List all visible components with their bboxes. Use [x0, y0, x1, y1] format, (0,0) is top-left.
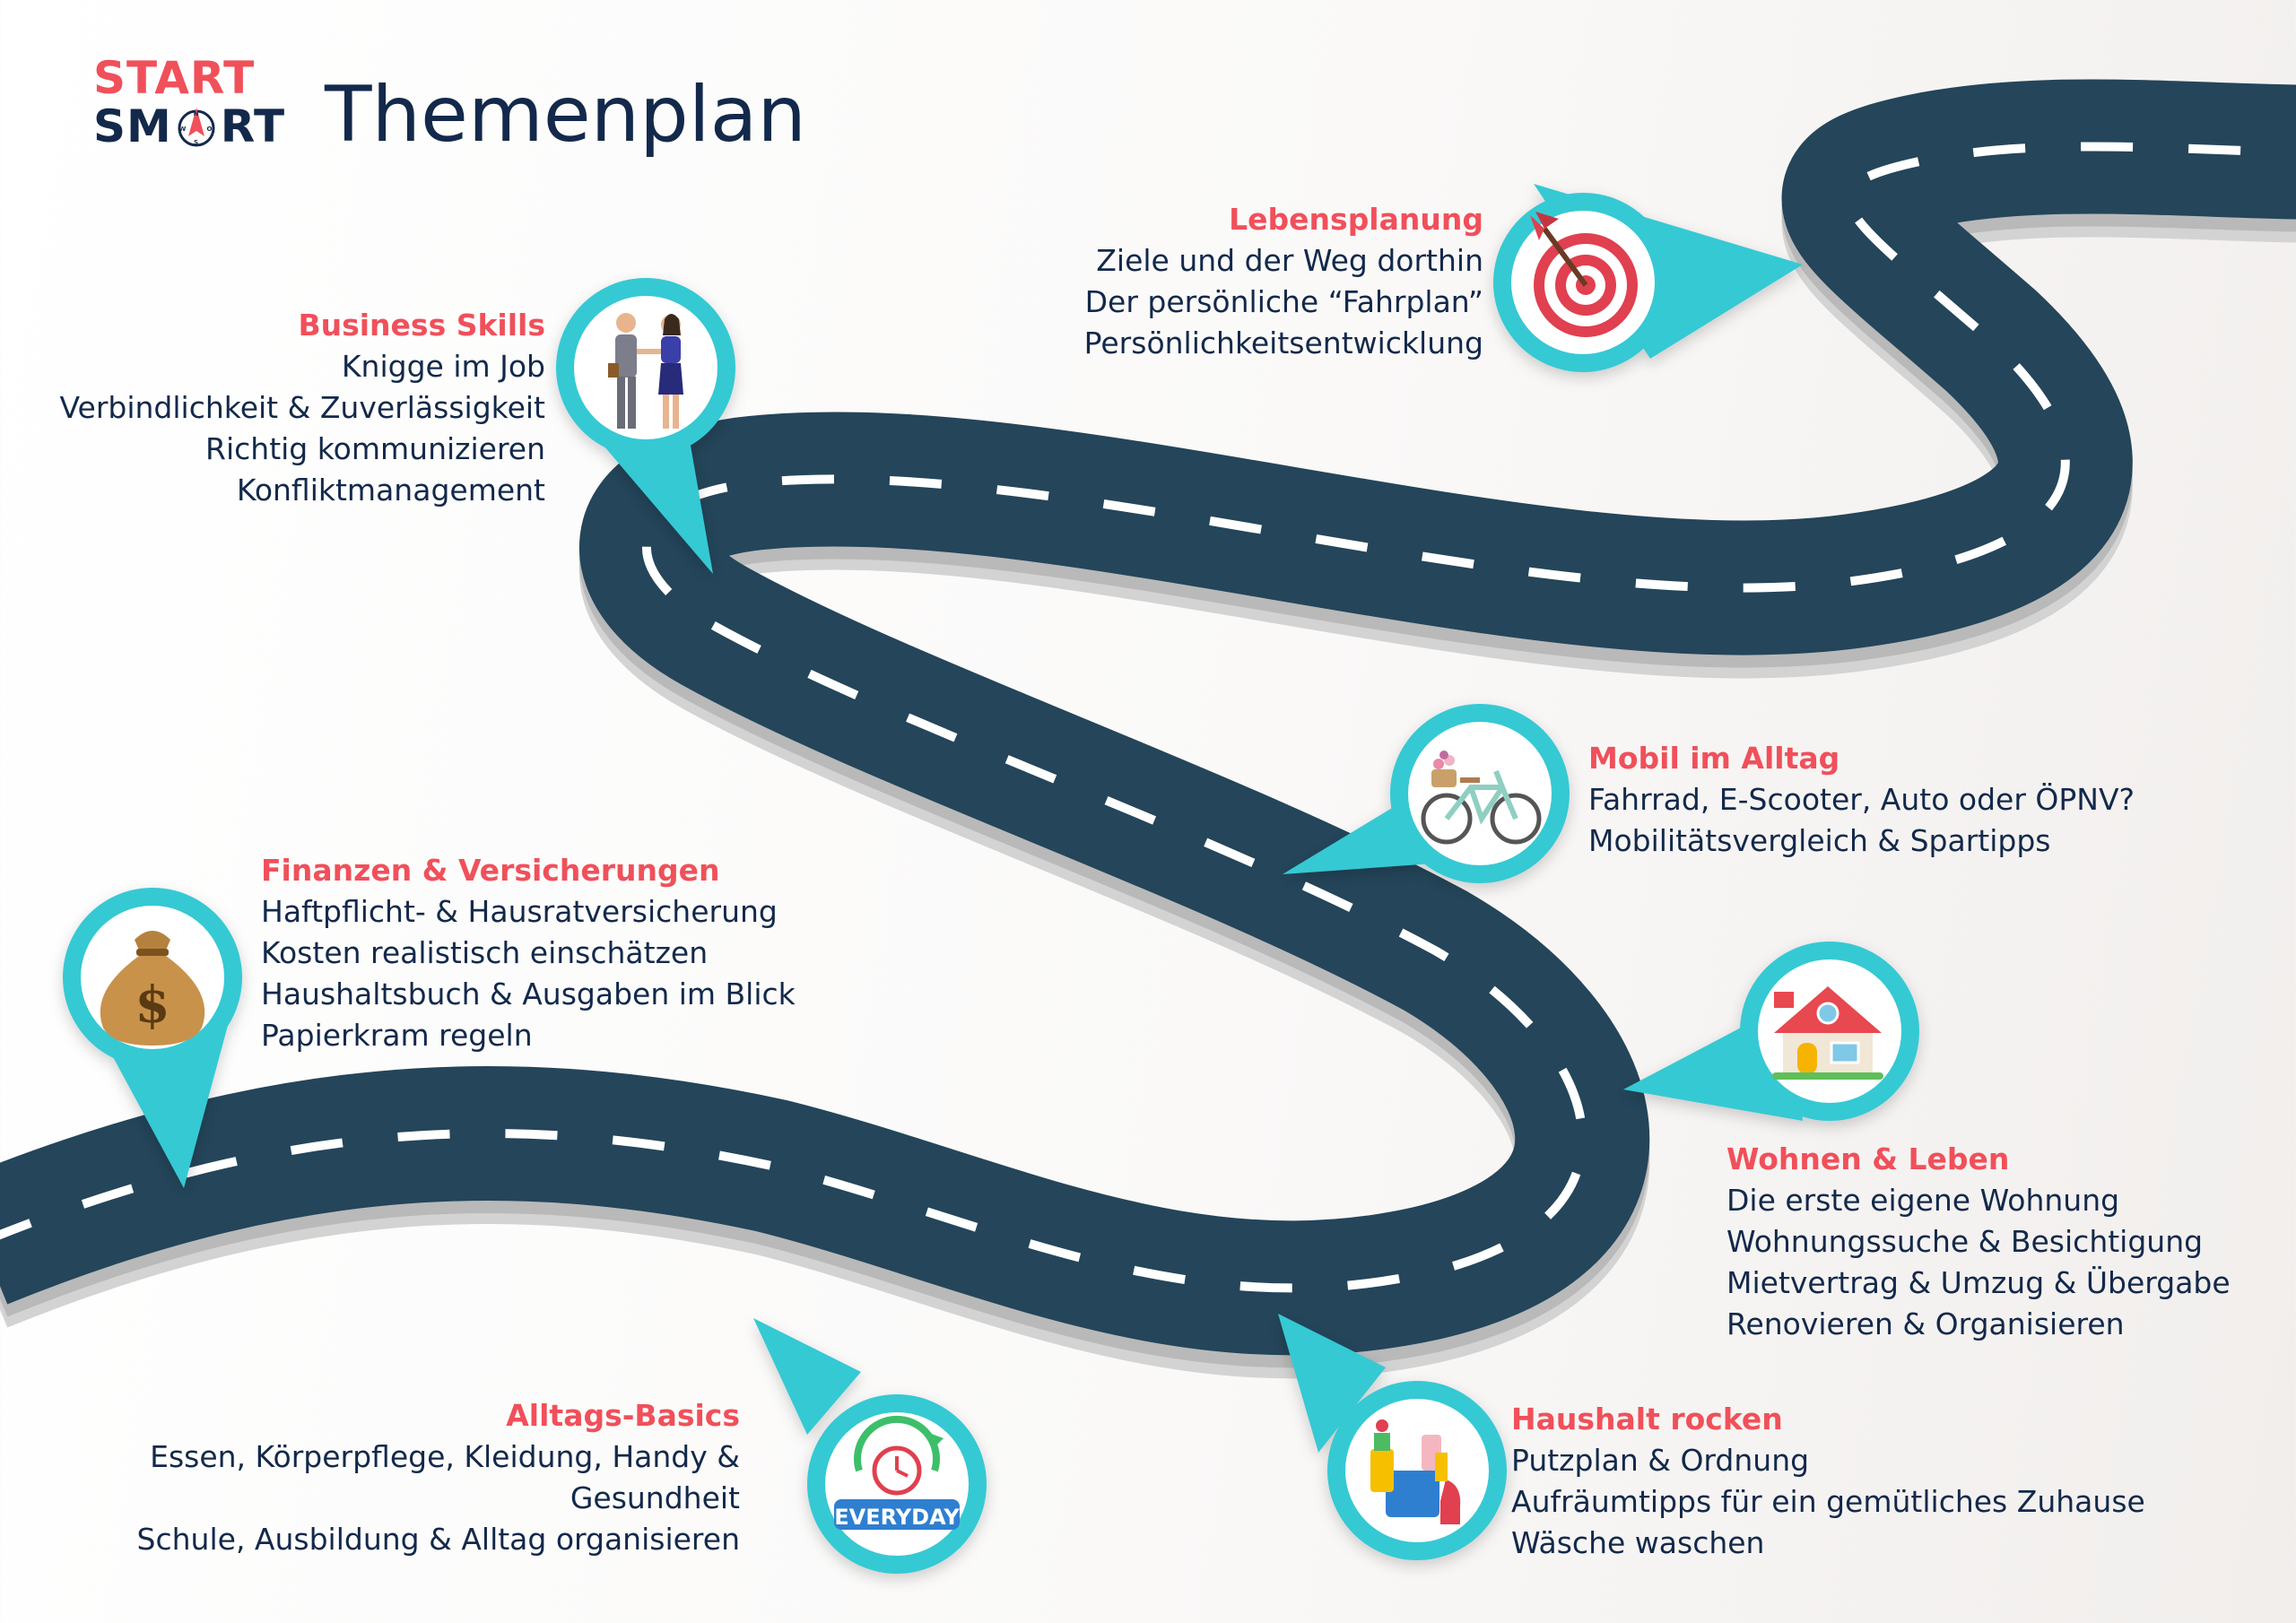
everyday-clock-icon: EVERYDAY: [834, 1415, 960, 1530]
topic-heading: Mobil im Alltag: [1588, 741, 1840, 776]
cleaning-supplies-icon: [1370, 1419, 1461, 1524]
marker-mobil[interactable]: [1283, 704, 1570, 883]
topic-list: Essen, Körperpflege, Kleidung, Handy & G…: [0, 1436, 740, 1560]
topic-mobil: Mobil im Alltag Fahrrad, E-Scooter, Auto…: [1588, 738, 2296, 862]
page-title: Themenplan: [325, 70, 806, 160]
compass-icon: N S W O: [178, 108, 215, 147]
list-item: Der persönliche “Fahrplan”: [1084, 284, 1483, 319]
target-icon: [1530, 212, 1638, 337]
list-item: Wohnungssuche & Besichtigung: [1726, 1224, 2204, 1259]
logo-smart-left: SM: [93, 100, 172, 152]
compass-w: W: [178, 126, 187, 133]
list-item: Die erste eigene Wohnung: [1726, 1183, 2120, 1218]
logo-start: START: [93, 52, 256, 104]
list-item: Verbindlichkeit & Zuverlässigkeit: [59, 390, 545, 425]
topic-list: Knigge im Job Verbindlichkeit & Zuverläs…: [0, 346, 545, 511]
logo-smart-right: RT: [220, 100, 286, 152]
compass-s: S: [194, 139, 199, 146]
list-item: Aufräumtipps für ein gemütliches Zuhause: [1511, 1484, 2145, 1519]
list-item: Haushaltsbuch & Ausgaben im Blick: [261, 976, 796, 1011]
topic-alltag: Alltags-Basics Essen, Körperpflege, Klei…: [0, 1395, 740, 1560]
compass-o: O: [206, 126, 213, 133]
list-item: Gesundheit: [570, 1480, 740, 1515]
dollar-sign: $: [135, 976, 170, 1035]
topic-haushalt: Haushalt rocken Putzplan & Ordnung Aufrä…: [1511, 1399, 2296, 1564]
list-item: Putzplan & Ordnung: [1511, 1443, 1810, 1478]
topic-heading: Wohnen & Leben: [1726, 1141, 2010, 1176]
topic-list: Die erste eigene Wohnung Wohnungssuche &…: [1726, 1180, 2296, 1345]
list-item: Richtig kommunizieren: [205, 431, 545, 466]
topic-heading: Alltags-Basics: [506, 1398, 740, 1433]
marker-alltag[interactable]: [753, 1318, 987, 1574]
handshake-icon: [608, 313, 683, 429]
topic-wohnen: Wohnen & Leben Die erste eigene Wohnung …: [1726, 1139, 2296, 1345]
marker-business[interactable]: [556, 278, 735, 574]
topic-heading: Finanzen & Versicherungen: [261, 853, 720, 888]
bicycle-icon: [1421, 751, 1542, 845]
list-item: Kosten realistisch einschätzen: [261, 935, 709, 970]
list-item: Konfliktmanagement: [236, 473, 545, 508]
list-item: Knigge im Job: [341, 349, 545, 384]
list-item: Renovieren & Organisieren: [1726, 1306, 2125, 1341]
list-item: Mobilitätsvergleich & Spartipps: [1588, 823, 2051, 858]
list-item: Papierkram regeln: [261, 1018, 533, 1053]
start-smart-logo: START SM N S W O RT: [93, 54, 300, 151]
house-icon: [1772, 986, 1883, 1080]
everyday-label: EVERYDAY: [834, 1505, 960, 1530]
topic-list: Ziele und der Weg dorthin Der persönlich…: [587, 240, 1483, 364]
topic-lebensplanung: Lebensplanung Ziele und der Weg dorthin …: [587, 199, 1483, 364]
list-item: Ziele und der Weg dorthin: [1096, 243, 1483, 278]
topic-heading: Business Skills: [298, 308, 545, 343]
list-item: Haftpflicht- & Hausratversicherung: [261, 894, 778, 929]
topic-heading: Lebensplanung: [1229, 202, 1483, 237]
topic-finanzen: Finanzen & Versicherungen Haftpflicht- &…: [261, 850, 1158, 1056]
list-item: Schule, Ausbildung & Alltag organisieren: [136, 1522, 740, 1557]
list-item: Persönlichkeitsentwicklung: [1083, 325, 1483, 360]
topic-list: Fahrrad, E-Scooter, Auto oder ÖPNV? Mobi…: [1588, 779, 2296, 862]
topic-heading: Haushalt rocken: [1511, 1402, 1783, 1436]
compass-n: N: [193, 110, 199, 117]
list-item: Mietvertrag & Umzug & Übergabe: [1726, 1265, 2231, 1300]
logo-smart: SM N S W O RT: [93, 102, 300, 151]
topic-list: Putzplan & Ordnung Aufräumtipps für ein …: [1511, 1440, 2296, 1564]
list-item: Essen, Körperpflege, Kleidung, Handy &: [150, 1439, 740, 1474]
road-center-line: [0, 142, 2296, 1293]
list-item: Wäsche waschen: [1511, 1525, 1765, 1560]
topic-list: Haftpflicht- & Hausratversicherung Koste…: [261, 891, 1158, 1056]
topic-business: Business Skills Knigge im Job Verbindlic…: [0, 305, 545, 511]
money-bag-icon: $: [100, 931, 205, 1046]
list-item: Fahrrad, E-Scooter, Auto oder ÖPNV?: [1588, 782, 2135, 817]
